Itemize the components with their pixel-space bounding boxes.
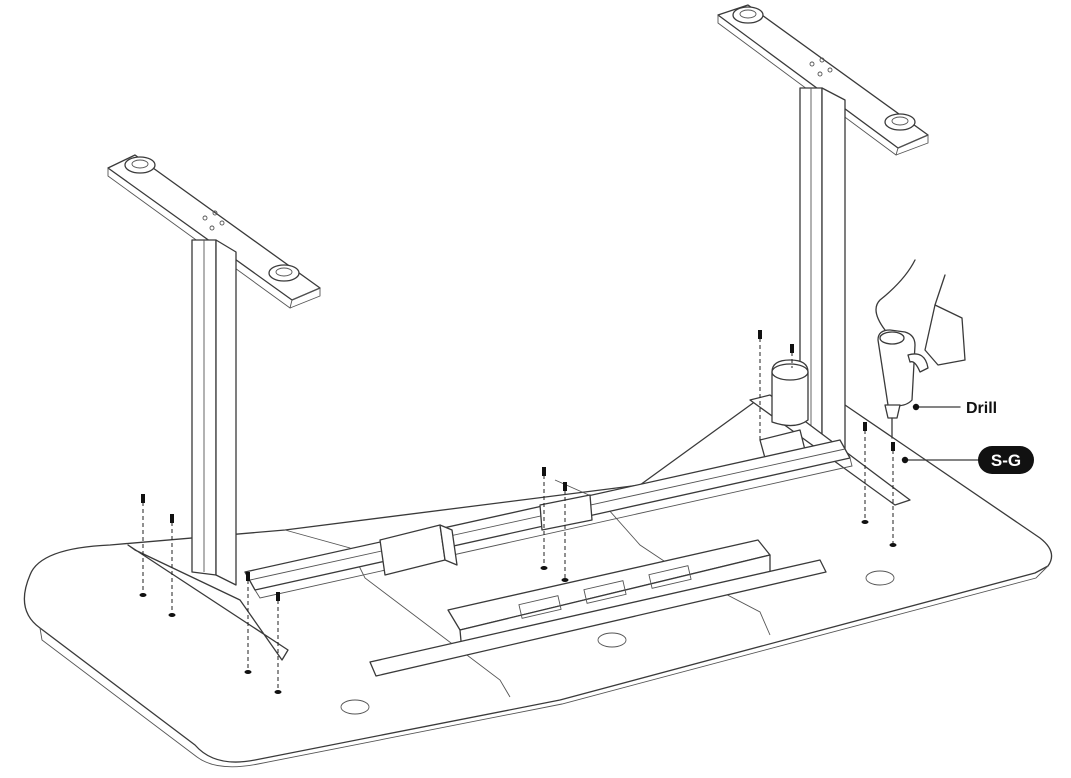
screw-icon — [758, 330, 762, 440]
screw-icon — [274, 592, 282, 694]
screw-icon — [244, 572, 252, 674]
center-bracket — [369, 539, 827, 677]
crossbar — [244, 439, 853, 599]
drill-label-text: Drill — [966, 400, 997, 417]
screw-badge-text: S-G — [991, 451, 1021, 470]
desktop-panel — [23, 395, 1053, 768]
screw-icon — [540, 467, 548, 570]
screw-icon — [790, 344, 794, 368]
screw-badge: S-G — [901, 446, 1034, 474]
screw-icon — [889, 442, 897, 547]
screw-icon — [139, 494, 147, 597]
screw-guides — [139, 330, 897, 694]
screw-icon — [861, 422, 869, 524]
screw-icon — [168, 514, 176, 617]
drill-label: Drill — [912, 400, 997, 417]
screw-icon — [561, 482, 569, 582]
drill-icon — [875, 259, 966, 439]
left-leg — [107, 154, 321, 661]
